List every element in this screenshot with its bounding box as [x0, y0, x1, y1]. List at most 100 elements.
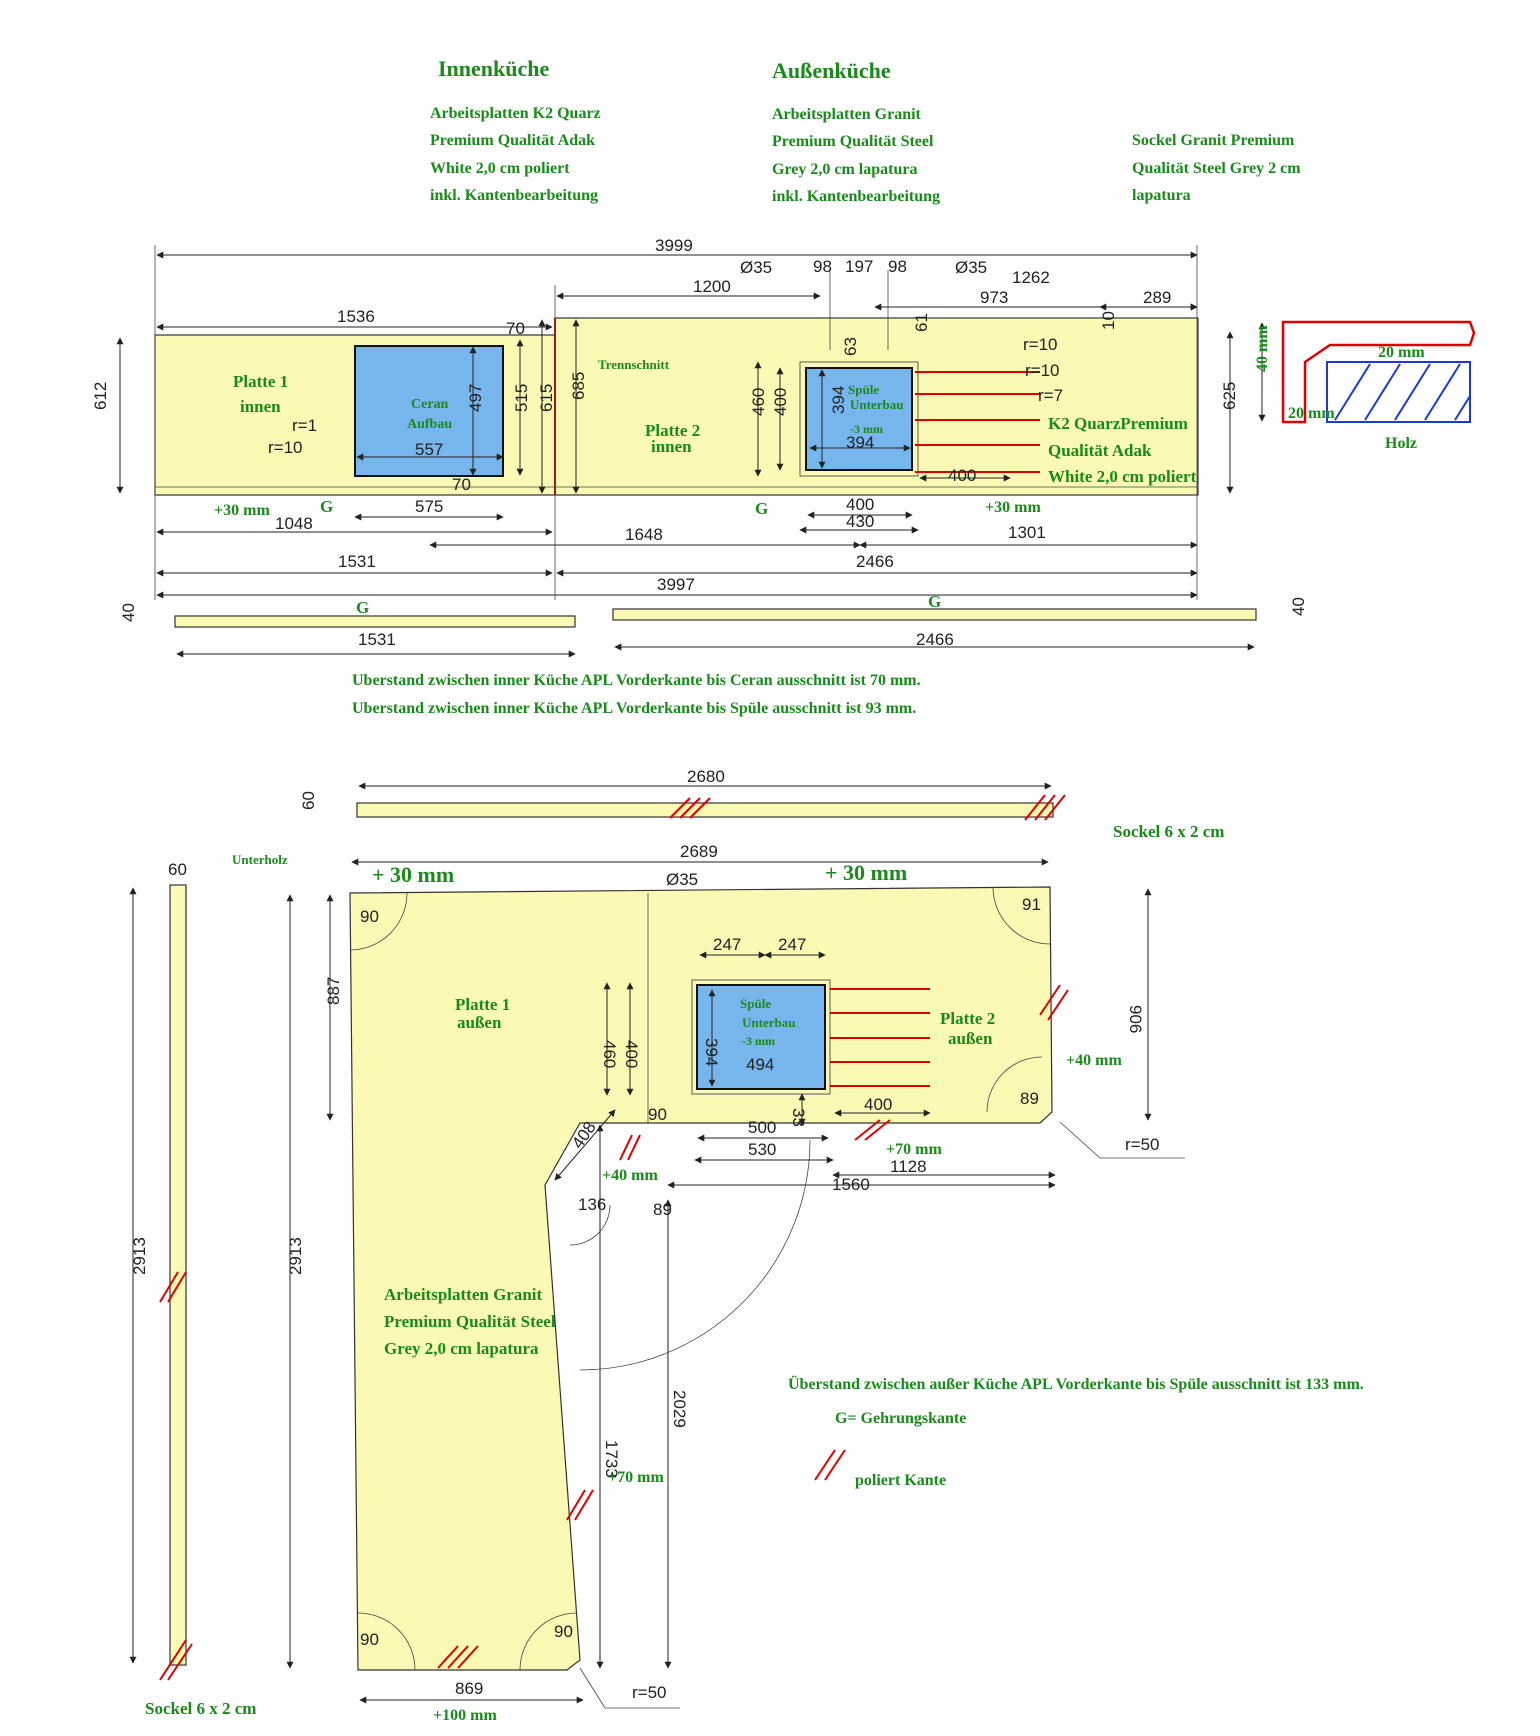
dim-394h: 394 — [846, 433, 874, 452]
dim-1200: 1200 — [693, 277, 731, 296]
dim-612: 612 — [91, 382, 110, 410]
platte-1-innen-label-2: innen — [240, 397, 281, 416]
dim-40a: 40 — [119, 603, 138, 622]
dim-1531: 1531 — [338, 552, 376, 571]
dim-1531b: 1531 — [358, 630, 396, 649]
edge-profile-detail: 20 mm 20 mm 40 mm Holz — [1254, 320, 1476, 452]
aussen-dim-1733: 1733 — [602, 1440, 621, 1478]
aussen-dim-2913: 2913 — [286, 1237, 305, 1275]
dim-615: 615 — [537, 384, 556, 412]
aussen-plus40-b: +40 mm — [602, 1167, 658, 1184]
spuele-innen-label-2: Unterbau — [850, 397, 903, 412]
aussen-note: Überstand zwischen außer Küche APL Vorde… — [788, 1375, 1364, 1393]
dim-r1: r=1 — [292, 416, 317, 435]
innen-plan: Ceran Aufbau Spüle Unterbau -3 mm Platte… — [91, 236, 1308, 717]
aussen-plan: 2680 60 Sockel 6 x 2 cm 60 2913 Sockel 6… — [129, 767, 1364, 1724]
platte-1-aussen-label-1: Platte 1 — [455, 995, 510, 1014]
dim-394v: 394 — [829, 386, 848, 414]
aussen-dim-394: 394 — [702, 1038, 721, 1066]
innen-material-2: Qualität Adak — [1048, 441, 1152, 460]
aussen-dim-400h: 400 — [864, 1095, 892, 1114]
sockel-strip-right — [612, 608, 1257, 621]
aussen-angle-90c: 90 — [360, 1630, 379, 1649]
aussen-angle-90a: 90 — [360, 907, 379, 926]
aussen-line-3: Grey 2,0 cm lapatura — [772, 161, 917, 178]
aussen-dim-906: 906 — [1126, 1005, 1145, 1033]
aussen-dim-887: 887 — [324, 977, 343, 1005]
platte-2-innen-label-1: Platte 2 — [645, 421, 700, 440]
innen-line-1: Arbeitsplatten K2 Quarz — [430, 105, 601, 122]
dim-10: 10 — [1099, 311, 1118, 330]
dim-d35a: Ø35 — [740, 258, 772, 277]
dim-197: 197 — [845, 257, 873, 276]
dim-575: 575 — [415, 497, 443, 516]
aussen-dim-869: 869 — [455, 1679, 483, 1698]
aussen-dim-89: 89 — [653, 1200, 672, 1219]
spuele-aussen-label-3: -3 mm — [742, 1034, 775, 1048]
dim-r10c: r=10 — [1025, 361, 1060, 380]
dim-400v: 400 — [771, 388, 790, 416]
aussen-dim-d35: Ø35 — [666, 870, 698, 889]
sockel-line-1: Sockel Granit Premium — [1132, 132, 1295, 149]
aussen-dim-2680: 2680 — [687, 767, 725, 786]
aussen-dim-247b: 247 — [778, 935, 806, 954]
dim-3999: 3999 — [655, 236, 693, 255]
trennschnitt-label: Trennschnitt — [598, 357, 670, 372]
aussen-plus100: +100 mm — [433, 1707, 497, 1724]
polished-edge-marks — [159, 794, 1069, 1681]
aussen-dim-33: 33 — [789, 1108, 808, 1127]
aussen-dim-136: 136 — [578, 1195, 606, 1214]
sockel-strip-left — [174, 615, 576, 628]
aussen-line-1: Arbeitsplatten Granit — [772, 106, 922, 123]
dim-557: 557 — [415, 440, 443, 459]
aussen-dim-2913-sockel: 2913 — [130, 1237, 149, 1275]
innen-dim-lines — [116, 245, 1234, 600]
dim-r10a: r=10 — [268, 438, 303, 457]
corner-arcs — [349, 886, 1051, 1671]
spuele-aussen-label-2: Unterbau — [742, 1015, 795, 1030]
aussen-dim-60-left: 60 — [168, 860, 187, 879]
dim-2466: 2466 — [856, 552, 894, 571]
innen-material-1: K2 QuarzPremium — [1048, 414, 1188, 433]
innen-note-2: Uberstand zwischen inner Küche APL Vorde… — [352, 700, 916, 717]
dim-515: 515 — [512, 384, 531, 412]
ceran-label-1: Ceran — [411, 397, 449, 412]
polished-lines-innen — [915, 371, 1040, 473]
platte-1-innen-label-1: Platte 1 — [233, 372, 288, 391]
dim-98b: 98 — [888, 257, 907, 276]
dim-625: 625 — [1220, 382, 1239, 410]
aussen-dim-247a: 247 — [713, 935, 741, 954]
aussen-plus70-a: +70 mm — [886, 1141, 942, 1158]
aussen-dim-lines — [286, 858, 1152, 1704]
dim-1301: 1301 — [1008, 523, 1046, 542]
innen-plus30-left: +30 mm — [214, 502, 270, 519]
aussen-line-4: inkl. Kantenbearbeitung — [772, 188, 940, 205]
aussen-dim-1128: 1128 — [890, 1157, 927, 1176]
aussen-plus30-a: + 30 mm — [372, 862, 454, 887]
dim-63: 63 — [841, 337, 860, 356]
dim-3997: 3997 — [657, 575, 695, 594]
aussen-sockel-top — [356, 802, 1054, 818]
innen-line-4: inkl. Kantenbearbeitung — [430, 187, 598, 204]
dim-497: 497 — [466, 384, 485, 412]
dim-d35b: Ø35 — [955, 258, 987, 277]
platte-2-aussen-label-2: außen — [948, 1029, 993, 1048]
aussen-angle-89: 89 — [1020, 1089, 1039, 1108]
dim-98a: 98 — [813, 257, 832, 276]
innen-note-1: Uberstand zwischen inner Küche APL Vorde… — [352, 672, 921, 689]
dim-973: 973 — [980, 288, 1008, 307]
profile-left-label: 20 mm — [1288, 405, 1335, 422]
aussen-dim-60-top: 60 — [299, 791, 318, 810]
aussen-dim-400v: 400 — [622, 1040, 641, 1068]
dim-1648: 1648 — [625, 525, 663, 544]
dim-400b: 400 — [846, 495, 874, 514]
dim-460: 460 — [749, 388, 768, 416]
aussen-material-2: Premium Qualität Steel — [384, 1312, 556, 1331]
legend-poliert: poliert Kante — [855, 1472, 946, 1489]
profile-height-label: 40 mm — [1254, 325, 1271, 372]
sockel-line-3: lapatura — [1132, 187, 1191, 204]
dim-1262: 1262 — [1012, 268, 1050, 287]
aussen-angle-90d: 90 — [554, 1622, 573, 1641]
dim-400h: 400 — [948, 466, 976, 485]
